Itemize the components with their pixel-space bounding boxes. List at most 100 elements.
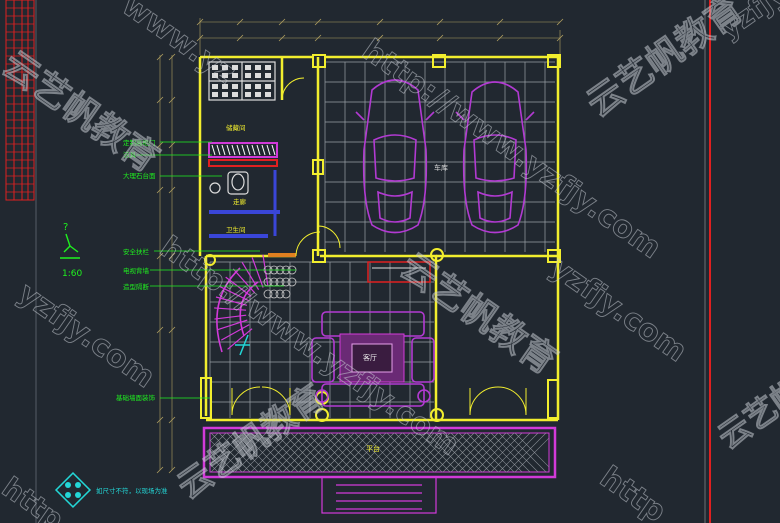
scale-label: 1:60 bbox=[62, 269, 82, 279]
hatch-line bbox=[450, 433, 491, 472]
cabinet-tick bbox=[251, 144, 256, 156]
shower-tile bbox=[265, 73, 271, 78]
dimension-tick bbox=[436, 34, 444, 42]
hatch-line bbox=[330, 433, 371, 472]
dimension-tick bbox=[236, 34, 244, 42]
hatch-line bbox=[266, 433, 307, 472]
hatch-line bbox=[442, 433, 483, 472]
dimension-tick bbox=[156, 466, 164, 474]
hatch-line bbox=[466, 433, 507, 472]
shower-tile bbox=[245, 84, 251, 89]
watermark-text: http bbox=[593, 460, 672, 523]
hatch-line bbox=[322, 433, 363, 472]
shower-tile bbox=[232, 73, 238, 78]
hatch-line bbox=[394, 433, 435, 472]
hatch-line bbox=[370, 433, 411, 472]
dimension-tick bbox=[168, 186, 176, 194]
hatch-line bbox=[378, 433, 419, 472]
cabinets bbox=[208, 142, 296, 257]
stair-tread bbox=[227, 328, 253, 350]
dimension-tick bbox=[278, 34, 286, 42]
shower-tile bbox=[222, 92, 228, 97]
hall-console bbox=[367, 261, 431, 283]
hatch-line bbox=[210, 433, 219, 442]
cabinet-tick bbox=[226, 144, 231, 156]
cabinet-tick bbox=[236, 144, 241, 156]
bath-shower-tiles bbox=[212, 65, 271, 97]
shower-tile bbox=[255, 92, 261, 97]
dimension-tick bbox=[156, 141, 164, 149]
room-label-living: 客厅 bbox=[363, 353, 377, 362]
cabinet-tick bbox=[211, 144, 216, 156]
plant-leaf bbox=[287, 277, 297, 287]
dimension-tick bbox=[168, 326, 176, 334]
cabinet-tick bbox=[231, 144, 236, 156]
stair-tread bbox=[262, 254, 269, 287]
stair-tread bbox=[216, 319, 248, 331]
shower-tile bbox=[212, 73, 218, 78]
shower-tile bbox=[232, 84, 238, 89]
dimension-ticks bbox=[156, 18, 564, 474]
cabinet-door-ticks bbox=[211, 144, 276, 156]
dimension-tick bbox=[168, 416, 176, 424]
watermark-text: yzfjy.com bbox=[543, 250, 693, 369]
callout-label: 基础墙面装饰 bbox=[116, 393, 156, 402]
title-block-rows bbox=[6, 7, 34, 193]
plant-leaf bbox=[275, 289, 285, 299]
hatch-line bbox=[346, 433, 387, 472]
cabinet-tick bbox=[261, 144, 266, 156]
dimension-tick bbox=[196, 34, 204, 42]
dimension-tick bbox=[496, 18, 504, 26]
stair-arrow bbox=[235, 334, 250, 356]
dimension-tick bbox=[278, 18, 286, 26]
callout-label: 电视背墙 bbox=[123, 266, 150, 275]
callout-label: 大理石台面 bbox=[123, 171, 156, 180]
cabinet-tick bbox=[246, 144, 251, 156]
room-label-hall: 走廊 bbox=[233, 197, 247, 206]
plant-leaf bbox=[263, 289, 273, 299]
shower-tile bbox=[265, 84, 271, 89]
terrace-inner bbox=[209, 432, 550, 473]
shower-tile bbox=[232, 92, 238, 97]
hatch-line bbox=[410, 433, 451, 472]
dimension-tick bbox=[556, 18, 564, 26]
bathroom-fixtures bbox=[208, 61, 276, 195]
room-label-garage: 车库 bbox=[434, 163, 448, 172]
shower-tile bbox=[265, 65, 271, 70]
dimension-tick bbox=[314, 34, 322, 42]
figure-icon bbox=[60, 233, 80, 259]
hatch-line bbox=[250, 433, 291, 472]
hatch-line bbox=[418, 433, 459, 472]
stair-tread bbox=[251, 257, 264, 288]
cabinet-tick bbox=[256, 144, 261, 156]
dimension-tick bbox=[496, 34, 504, 42]
dimension-tick bbox=[156, 53, 164, 61]
dimension-tick bbox=[168, 141, 176, 149]
coffee-table bbox=[351, 343, 393, 373]
hatch-line bbox=[210, 447, 235, 472]
terrace-hatch bbox=[210, 433, 549, 472]
cabinet-tick bbox=[221, 144, 226, 156]
cabinet-tick bbox=[216, 144, 221, 156]
dimension-tick bbox=[314, 18, 322, 26]
hatch-line bbox=[210, 433, 251, 472]
hatch-line bbox=[234, 433, 275, 472]
car-icon bbox=[455, 81, 535, 234]
hatch-line bbox=[498, 433, 539, 472]
watermark-text: www.yz bbox=[115, 0, 241, 91]
shower-tile bbox=[245, 92, 251, 97]
watermark-text: yzfjy.com bbox=[11, 276, 161, 395]
callout-leaders bbox=[136, 141, 296, 399]
shower-tile bbox=[255, 73, 261, 78]
hatch-line bbox=[354, 433, 395, 472]
stair-inner-rail bbox=[239, 281, 259, 337]
hatch-line bbox=[434, 433, 475, 472]
callout-label: 安全扶栏 bbox=[123, 247, 150, 256]
hatch-line bbox=[490, 433, 531, 472]
dimension-tick bbox=[556, 34, 564, 42]
hatch-line bbox=[282, 433, 323, 472]
logo-mark-icon bbox=[54, 471, 92, 509]
dimension-tick bbox=[168, 53, 176, 61]
room-label-terrace: 平台 bbox=[366, 444, 380, 453]
hatch-line bbox=[242, 433, 283, 472]
